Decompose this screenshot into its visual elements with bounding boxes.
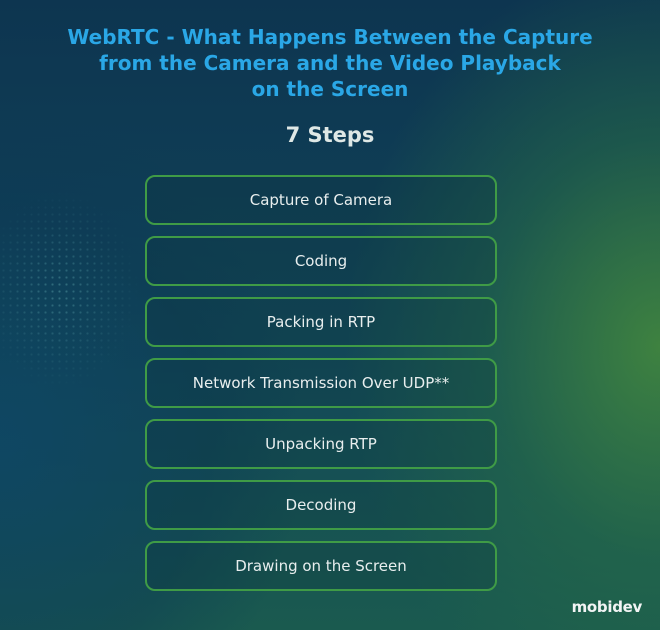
steps-subtitle: 7 Steps [285,123,375,147]
step-box: Drawing on the Screen [145,541,497,591]
mobidev-logo: mobidev [571,598,643,616]
step-box: Coding [145,236,497,286]
step-box: Decoding [145,480,497,530]
steps-list: Capture of Camera Coding Packing in RTP … [145,175,497,602]
page-title: WebRTC - What Happens Between the Captur… [67,25,593,101]
step-box: Packing in RTP [145,297,497,347]
step-box: Network Transmission Over UDP** [145,358,497,408]
step-box: Unpacking RTP [145,419,497,469]
decorative-dot-pattern [0,190,150,390]
step-box: Capture of Camera [145,175,497,225]
